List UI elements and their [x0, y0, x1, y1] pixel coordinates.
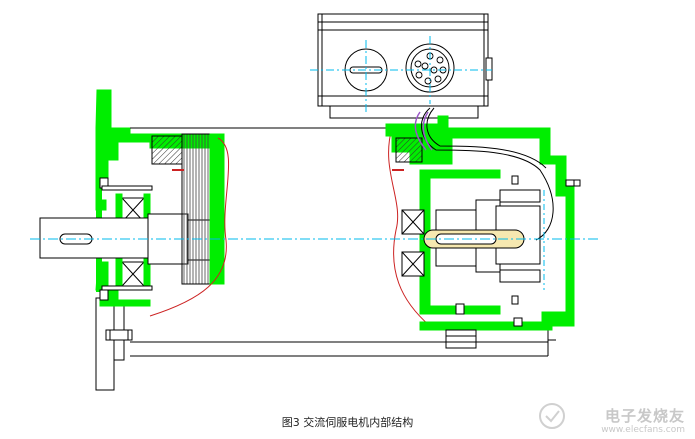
front-flange [95, 297, 125, 391]
cutaway-line [149, 137, 230, 317]
watermark: 电子发烧友 www.elecfans.com [601, 405, 685, 435]
terminal-box-centerlines [310, 36, 492, 112]
flange-bolt [105, 329, 133, 341]
front-bolts [99, 177, 153, 301]
wire-bundle [414, 111, 433, 151]
watermark-logo-icon [539, 403, 565, 429]
front-winding [151, 133, 225, 285]
front-flange-rib [96, 142, 102, 292]
stator-housing [130, 127, 556, 357]
rear-bearing [401, 209, 425, 277]
watermark-url: www.elecfans.com [601, 425, 685, 435]
figure-caption: 图3 交流伺服电机内部结构 [281, 416, 414, 429]
rear-screws [455, 175, 581, 327]
watermark-title: 电子发烧友 [604, 407, 685, 425]
rear-bearing-housing [419, 169, 501, 315]
encoder-cable [421, 107, 554, 241]
encoder-cable-inner [426, 107, 547, 169]
cutaway-line-rear [388, 127, 431, 327]
front-end-cap-housing [95, 89, 211, 211]
rear-end-cap-housing [385, 115, 575, 331]
terminal-box [317, 13, 493, 119]
front-bearing [115, 193, 151, 291]
rear-cover-foot [445, 329, 477, 349]
rear-winding [395, 137, 423, 163]
